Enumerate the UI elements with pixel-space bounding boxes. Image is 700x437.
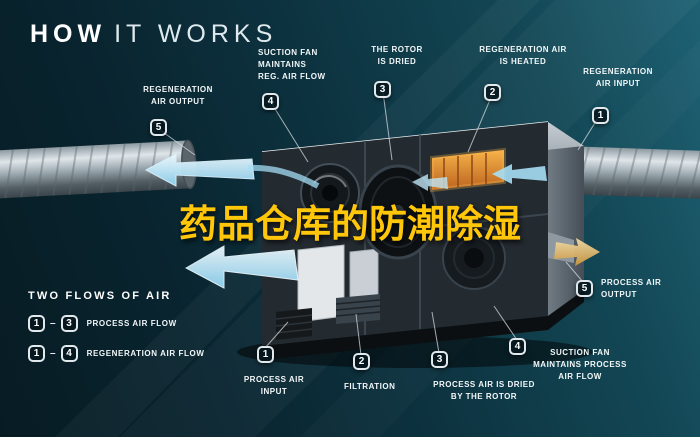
callout-line: REGENERATION AIR: [479, 45, 567, 54]
step-badge-3-process-dried: 3: [431, 351, 448, 368]
callout-line: REGENERATION: [583, 67, 653, 76]
callout-filtration: FILTRATION: [344, 381, 395, 393]
callout-regeneration-air-heated: REGENERATION AIR IS HEATED: [478, 44, 568, 68]
callout-regeneration-air-output: REGENERATION AIR OUTPUT: [130, 84, 226, 108]
callout-line: REG. AIR FLOW: [258, 72, 326, 81]
rotor-flow-arrow: [412, 174, 448, 191]
regen-flow-curve: [247, 164, 320, 189]
callout-line: PROCESS AIR IS DRIED: [433, 380, 535, 389]
legend-two-flows: TWO FLOWS OF AIR 1 – 3 PROCESS AIR FLOW …: [28, 290, 205, 362]
inlet-louver: [275, 308, 313, 340]
title-light: IT WORKS: [114, 20, 278, 48]
airflow-arrows: [144, 153, 600, 289]
legend-badge-to: 3: [60, 315, 78, 332]
step-badge-5-regen-output: 5: [150, 119, 167, 136]
regen-input-arrow: [492, 164, 547, 184]
callout-line: AIR OUTPUT: [151, 97, 205, 106]
title-bold: HOW: [30, 20, 107, 48]
callout-line: REGENERATION: [143, 85, 213, 94]
legend-dash: –: [50, 348, 56, 359]
callout-line: MAINTAINS: [258, 60, 307, 69]
step-badge-1-regen-input: 1: [592, 107, 609, 124]
regeneration-fan: [300, 163, 360, 223]
chinese-watermark-text: 药品仓库的防潮除湿: [178, 202, 522, 246]
legend-label: PROCESS AIR FLOW: [86, 319, 177, 328]
step-badge-5-process-output: 5: [576, 280, 593, 297]
step-badge-1-process-input: 1: [257, 346, 274, 363]
legend-badge-to: 4: [60, 345, 78, 362]
process-air-arrow: [184, 245, 299, 289]
process-fan: [442, 226, 506, 290]
step-badge-2-filtration: 2: [353, 353, 370, 370]
legend-dash: –: [50, 318, 56, 329]
leader-lines: [159, 91, 599, 356]
callout-suction-fan-reg: SUCTION FAN MAINTAINS REG. AIR FLOW: [258, 47, 326, 83]
process-output-arrow: [554, 238, 600, 266]
callout-line: SUCTION FAN: [258, 48, 318, 57]
callout-line: AIR INPUT: [595, 79, 641, 88]
callout-line: IS DRIED: [377, 57, 417, 66]
desiccant-rotor: [358, 164, 438, 260]
callout-line: BY THE ROTOR: [450, 392, 518, 401]
step-badge-3-rotor-dried: 3: [374, 81, 391, 98]
legend-badge-from: 1: [28, 345, 45, 362]
cabinet-side-panel: [548, 122, 584, 316]
step-badge-4-process-fan: 4: [509, 338, 526, 355]
legend-row-process: 1 – 3 PROCESS AIR FLOW: [28, 315, 205, 332]
legend-label: REGENERATION AIR FLOW: [86, 349, 205, 358]
callout-line: SUCTION FAN: [550, 348, 610, 357]
callout-line: FILTRATION: [344, 382, 396, 391]
step-badge-2-heater: 2: [484, 84, 501, 101]
callout-line: AIR FLOW: [558, 372, 602, 381]
filter-panel: [335, 294, 381, 324]
callout-line: PROCESS AIR: [243, 375, 305, 384]
step-badge-4-regen-fan: 4: [262, 93, 279, 110]
callout-line: MAINTAINS PROCESS: [533, 360, 627, 369]
callout-line: INPUT: [260, 387, 288, 396]
callout-regeneration-air-input: REGENERATION AIR INPUT: [578, 66, 658, 90]
callout-line: OUTPUT: [601, 290, 637, 299]
callout-process-air-dried: PROCESS AIR IS DRIED BY THE ROTOR: [425, 379, 543, 403]
callout-line: THE ROTOR: [371, 45, 423, 54]
callout-rotor-is-dried: THE ROTOR IS DRIED: [362, 44, 432, 68]
callout-process-air-output: PROCESS AIR OUTPUT: [601, 277, 661, 301]
legend-badge-from: 1: [28, 315, 45, 332]
legend-row-regeneration: 1 – 4 REGENERATION AIR FLOW: [28, 345, 205, 362]
callout-line: PROCESS AIR: [601, 278, 662, 287]
callout-line: IS HEATED: [499, 57, 547, 66]
callout-process-air-input: PROCESS AIR INPUT: [243, 374, 305, 398]
legend-heading: TWO FLOWS OF AIR: [28, 290, 172, 302]
callout-suction-fan-process: SUCTION FAN MAINTAINS PROCESS AIR FLOW: [532, 347, 628, 383]
cabinet-base: [262, 290, 584, 360]
